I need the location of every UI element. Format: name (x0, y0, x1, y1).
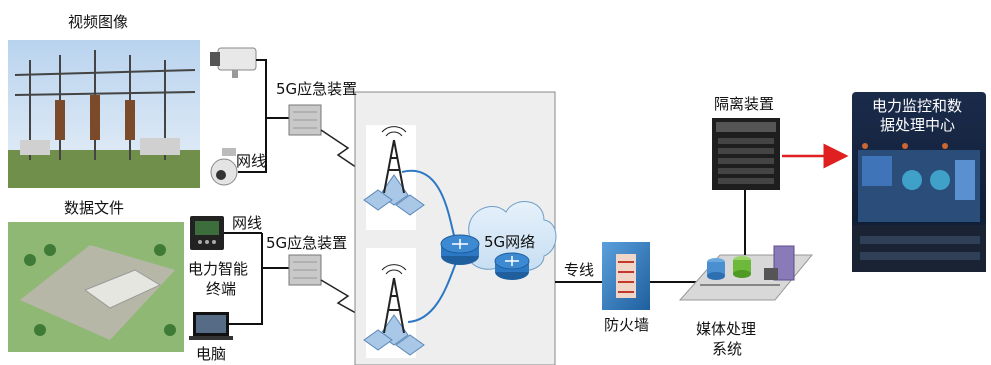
server-tower-icon (764, 245, 795, 281)
label-emergency-device-2: 5G应急装置 (266, 234, 348, 252)
campus-photo (8, 222, 184, 352)
label-5g-network: 5G网络 (484, 233, 536, 251)
control-center-photo (852, 92, 986, 272)
emergency-device-2-icon (288, 254, 322, 286)
media-processing-system-icon (678, 245, 814, 301)
label-center-line2: 据处理中心 (880, 116, 956, 134)
cell-tower-1-icon (363, 126, 425, 216)
label-media-line1: 媒体处理 (696, 320, 757, 338)
substation-photo (8, 40, 200, 188)
label-center-line1: 电力监控和数 (872, 97, 963, 115)
label-power-terminal-line2: 终端 (206, 280, 237, 298)
cell-tower-2-icon (363, 264, 425, 356)
label-emergency-device-1: 5G应急装置 (276, 80, 358, 98)
label-media-line2: 系统 (712, 340, 743, 358)
firewall-icon (602, 242, 650, 310)
label-dedicated-line: 专线 (564, 261, 595, 279)
label-isolation-device: 隔离装置 (714, 95, 775, 113)
laptop-icon (189, 312, 233, 340)
label-firewall: 防火墙 (604, 316, 650, 334)
router-1-icon (440, 234, 480, 265)
database-green-icon (733, 256, 751, 278)
label-power-terminal-line1: 电力智能 (188, 260, 249, 278)
router-2-icon (494, 252, 530, 280)
box-camera-icon (210, 47, 257, 78)
camera-wires (224, 59, 290, 325)
label-computer: 电脑 (196, 345, 227, 363)
database-blue-icon (707, 258, 725, 280)
dome-camera-icon (210, 148, 238, 186)
label-network-cable-1: 网线 (236, 152, 267, 170)
emergency-device-1-icon (288, 104, 322, 136)
label-data-file: 数据文件 (64, 199, 125, 217)
isolation-device-icon (712, 118, 780, 190)
label-video: 视频图像 (68, 13, 129, 31)
label-network-cable-2: 网线 (232, 214, 263, 232)
power-terminal-icon (190, 216, 224, 250)
